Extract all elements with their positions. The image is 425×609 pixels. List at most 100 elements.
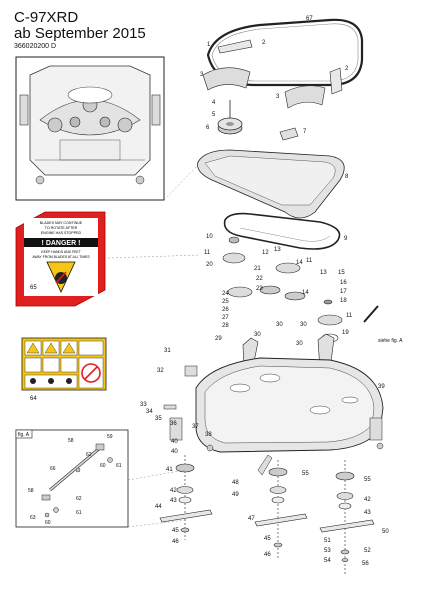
prohibition-icon [81, 363, 101, 383]
callout: 46 [264, 552, 271, 558]
date-line: ab September 2015 [14, 25, 146, 42]
danger-text-4: KEEP HANDS AND FEET [41, 250, 80, 254]
callout: 40 [171, 449, 178, 455]
callout: 21 [254, 266, 261, 272]
callout: 8 [345, 174, 349, 180]
callout: 30 [276, 322, 283, 328]
callout: 42 [364, 497, 371, 503]
callout: 30 [296, 341, 303, 347]
callout: 53 [324, 548, 331, 554]
inset-ref: 59 [107, 434, 113, 440]
callout: 22 [256, 276, 263, 282]
callout: 13 [274, 247, 281, 253]
inset-ref: 63 [30, 515, 36, 521]
callout: 46 [172, 539, 179, 545]
callout: 54 [324, 558, 331, 564]
inset-ref: 58 [68, 438, 74, 444]
callout: 10 [206, 234, 213, 240]
callout: 11 [306, 258, 313, 264]
callout: 1 [207, 42, 211, 48]
decal-ref: 65 [30, 285, 37, 291]
danger-text-2: TO ROTATE AFTER [45, 226, 78, 230]
callout: 15 [338, 270, 345, 276]
callout: 45 [264, 536, 271, 542]
callout: 30 [300, 322, 307, 328]
callout: 39 [378, 384, 385, 390]
callout: 19 [342, 330, 349, 336]
callout: 29 [215, 336, 222, 342]
callout: 49 [232, 492, 239, 498]
callout: 2 [345, 66, 349, 72]
callout: 35 [155, 416, 162, 422]
callout: 43 [364, 510, 371, 516]
callout: 18 [340, 298, 347, 304]
inset-ref: 62 [76, 496, 82, 502]
callout: 4 [212, 100, 216, 106]
mower-deck [169, 357, 384, 453]
danger-text-5: AWAY FROM BLADES AT ALL TIMES [32, 255, 90, 259]
callout: 42 [170, 488, 177, 494]
callout: 26 [222, 307, 229, 313]
callout: 24 [222, 291, 229, 297]
callout: 30 [254, 332, 261, 338]
inset-title: fig. A [18, 432, 30, 438]
callout: 25 [222, 299, 229, 305]
callout: 5 [212, 112, 216, 118]
callout: 55 [302, 471, 309, 477]
callout: 3 [200, 72, 204, 78]
callout: 16 [340, 280, 347, 286]
callout: 50 [382, 529, 389, 535]
callout: 17 [340, 289, 347, 295]
callout: 11 [204, 250, 211, 256]
callout: 34 [146, 409, 153, 415]
danger-text-3: ENGINE HAS STOPPED [41, 231, 82, 235]
callout: 3 [276, 94, 280, 100]
callout: 7 [303, 129, 307, 135]
callout: 31 [164, 348, 171, 354]
callout: 27 [222, 315, 229, 321]
danger-decal: BLADES MAY CONTINUE TO ROTATE AFTER ENGI… [15, 211, 106, 307]
inset-ref: 60 [45, 520, 51, 526]
callout: 40 [171, 439, 178, 445]
callout: 36 [170, 421, 177, 427]
callout-group: 67 1 2 2 3 3 4 5 6 7 8 9 10 11 12 13 14 … [140, 16, 389, 567]
callout: 13 [320, 270, 327, 276]
callout: 55 [364, 477, 371, 483]
danger-title: ! DANGER ! [42, 240, 81, 247]
inset-ref: 58 [28, 488, 34, 494]
overview-box [15, 56, 165, 201]
callout: 14 [302, 290, 309, 296]
callout: 32 [157, 368, 164, 374]
inset-fig-a: fig. A 58 59 60 61 62 66 58 62 63 60 61 [15, 429, 129, 528]
inset-ref: 60 [100, 463, 106, 469]
inset-ref: 66 [50, 466, 56, 472]
callout: 48 [232, 480, 239, 486]
inset-ref: 61 [116, 463, 122, 469]
callout: 20 [206, 262, 213, 268]
danger-text-1: BLADES MAY CONTINUE [40, 221, 83, 225]
inset-ref: 61 [76, 510, 82, 516]
inset-ref: 62 [86, 452, 92, 458]
decal-ref: 64 [30, 396, 37, 402]
part-number: 366020200 D [14, 43, 57, 50]
warning-icon [26, 342, 40, 354]
callout: 38 [205, 432, 212, 438]
callout: 47 [248, 516, 255, 522]
callout: 56 [362, 561, 369, 567]
siehe-label: siehe fig. A [378, 338, 403, 344]
callout: 45 [172, 528, 179, 534]
callout: 23 [256, 286, 263, 292]
warning-icon [62, 342, 76, 354]
callout: 51 [324, 538, 331, 544]
callout: 37 [192, 424, 199, 430]
callout: 44 [155, 504, 162, 510]
callout: 28 [222, 323, 229, 329]
callout: 43 [170, 498, 177, 504]
warning-icon [44, 342, 58, 354]
callout: 52 [364, 548, 371, 554]
callout: 67 [306, 16, 313, 22]
callout: 41 [166, 467, 173, 473]
callout: 33 [140, 402, 147, 408]
pictogram-decal [21, 337, 107, 391]
